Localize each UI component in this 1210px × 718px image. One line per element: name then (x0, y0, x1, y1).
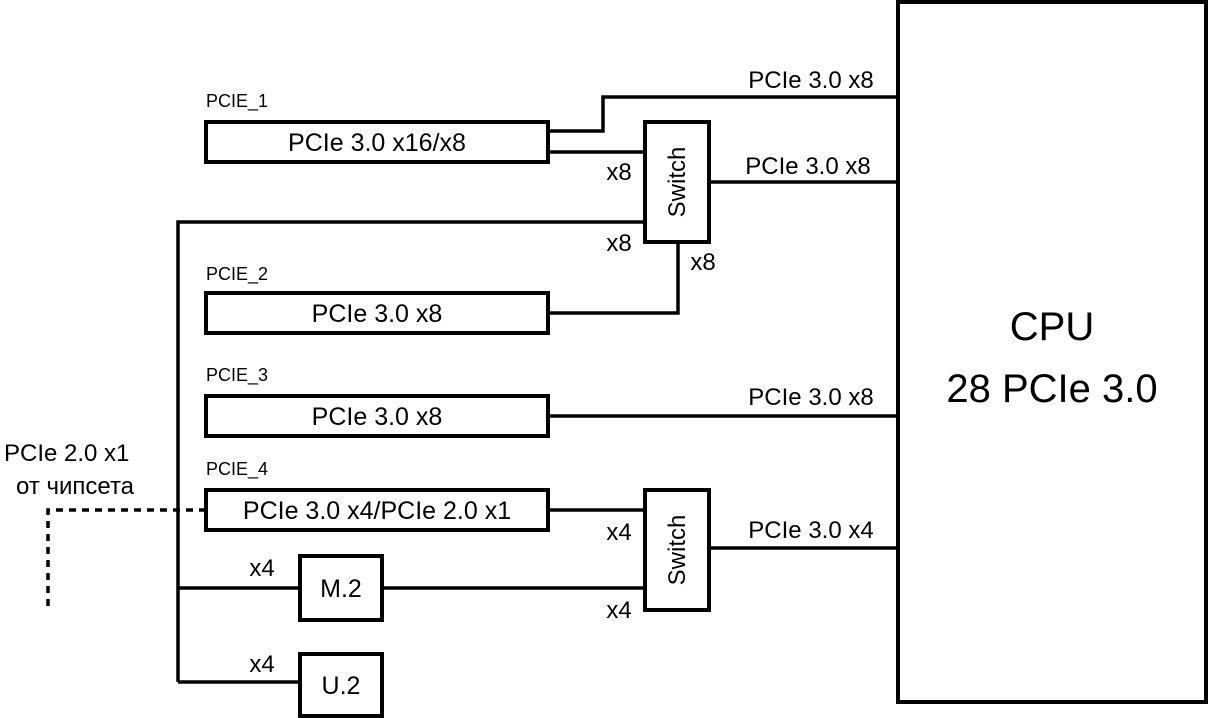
label-x8-slot2: x8 (690, 249, 715, 276)
label-cpu-slot1: PCIe 3.0 x8 (748, 67, 873, 94)
cpu-title: CPU (1010, 305, 1094, 349)
switch-1 (643, 120, 711, 244)
link-slot1-cpu (548, 95, 898, 133)
slot-name-pcie1: PCIE_1 (206, 91, 268, 112)
slot-label-pcie2: PCIe 3.0 x8 (312, 300, 443, 328)
slot-name-pcie4: PCIE_4 (206, 459, 268, 480)
label-cpu-switch2: PCIe 3.0 x4 (748, 517, 873, 544)
link-switch1-bus (176, 220, 645, 682)
m2-label: M.2 (320, 575, 362, 603)
slot-pcie4 (204, 488, 550, 532)
switch-2 (643, 488, 711, 612)
slot-name-pcie3: PCIE_3 (206, 365, 268, 386)
link-chipset-dashed (46, 508, 206, 612)
m2-box (298, 554, 384, 622)
slot-label-pcie3: PCIe 3.0 x8 (312, 403, 443, 431)
slot-pcie2 (204, 291, 550, 335)
cpu-box (896, 0, 1208, 704)
switch-1-label: Switch (664, 147, 691, 218)
label-x4-m2: x4 (249, 555, 274, 582)
label-x4-slot4: x4 (606, 519, 631, 546)
switch-2-label: Switch (664, 515, 691, 586)
cpu-subtitle: 28 PCIe 3.0 (946, 367, 1157, 411)
slot-pcie1 (204, 120, 550, 164)
label-x4-u2: x4 (249, 651, 274, 678)
link-switch1-slot2 (548, 242, 680, 315)
label-x4-m2-switch: x4 (606, 597, 631, 624)
label-cpu-slot3: PCIe 3.0 x8 (748, 384, 873, 411)
label-x8-bus: x8 (606, 230, 631, 257)
chipset-label-line2: от чипсета (16, 473, 135, 500)
slot-label-pcie4: PCIe 3.0 x4/PCIe 2.0 x1 (243, 497, 511, 525)
u2-label: U.2 (322, 672, 361, 700)
slot-label-pcie1: PCIe 3.0 x16/x8 (288, 129, 466, 157)
label-x8-slot1: x8 (606, 159, 631, 186)
slot-name-pcie2: PCIE_2 (206, 264, 268, 285)
slot-pcie3 (204, 394, 550, 438)
label-cpu-switch1: PCIe 3.0 x8 (745, 153, 870, 180)
u2-box (298, 652, 384, 718)
chipset-label-line1: PCIe 2.0 x1 (4, 440, 129, 467)
